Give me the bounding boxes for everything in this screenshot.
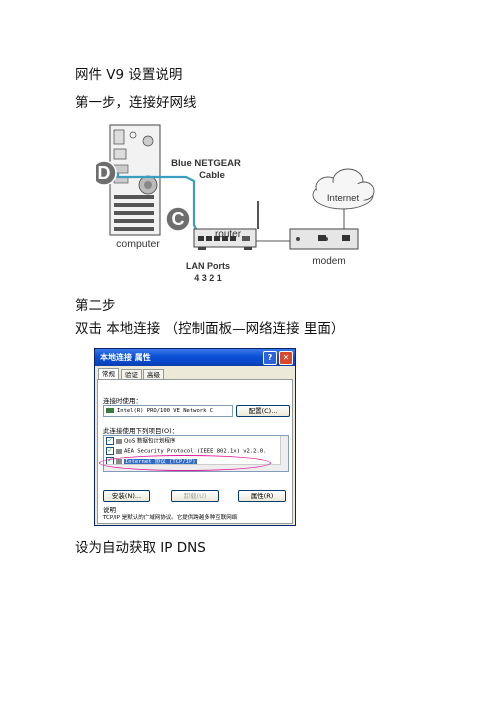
uninstall-button[interactable]: 卸载(U) (171, 490, 219, 502)
components-label: 此连接使用下列项目(O)： (103, 427, 179, 435)
label-d: D (98, 163, 111, 183)
checkbox-checked-icon[interactable]: ✓ (106, 447, 114, 455)
blue-cable (116, 173, 199, 234)
router-label: router (215, 229, 242, 240)
mouse-cursor-icon (262, 524, 274, 525)
protocol-icon (116, 448, 122, 454)
tab-advanced[interactable]: 高级 (143, 369, 164, 380)
step2-heading: 第二步 (75, 298, 116, 314)
horizontal-scrollbar[interactable] (104, 464, 281, 471)
adapter-name: Intel(R) PRO/100 VE Network C (117, 408, 214, 414)
properties-button[interactable]: 属性(R) (238, 490, 286, 502)
network-adapter-icon (106, 408, 114, 413)
tab-general[interactable]: 常规 (98, 368, 119, 380)
computer-label: computer (116, 238, 160, 250)
dialog-titlebar[interactable]: 本地连接 属性 ? ✕ (95, 349, 295, 366)
vertical-scrollbar[interactable] (280, 436, 288, 471)
label-d-badge: D (96, 160, 117, 186)
internet-label: Internet (327, 193, 360, 204)
protocol-icon (116, 458, 122, 464)
general-tab-panel: 连接时使用： Intel(R) PRO/100 VE Network C 配置(… (97, 379, 293, 525)
help-button[interactable]: ? (263, 351, 277, 365)
doc-title: 网件 V9 设置说明 (75, 67, 183, 83)
modem (289, 228, 359, 250)
label-c-badge: C (165, 206, 191, 232)
computer-tower (109, 124, 161, 236)
adapter-field: Intel(R) PRO/100 VE Network C (103, 405, 233, 417)
step2-instruction: 双击 本地连接 （控制面板—网络连接 里面） (75, 321, 345, 337)
label-c: C (172, 209, 185, 229)
internet-cloud (312, 168, 375, 210)
components-list[interactable]: ✓ QoS 数据包计划程序 ✓ AEA Security Protocol (IEE… (103, 435, 289, 472)
list-item-aea[interactable]: ✓ AEA Security Protocol (IEEE 802.1x) v2.… (106, 447, 266, 456)
tab-authentication[interactable]: 验证 (121, 369, 142, 380)
description-label: 说明 (103, 506, 116, 514)
port-numbers-label: 4 3 2 1 (194, 273, 222, 283)
service-icon (116, 438, 122, 444)
configure-button[interactable]: 配置(C)... (236, 405, 290, 417)
list-item-qos[interactable]: ✓ QoS 数据包计划程序 (106, 437, 175, 446)
router (193, 201, 259, 250)
component-label: AEA Security Protocol (IEEE 802.1x) v2.2… (124, 448, 267, 455)
step3-instruction: 设为自动获取 IP DNS (75, 540, 206, 556)
checkbox-checked-icon[interactable]: ✓ (106, 437, 114, 445)
step1-heading: 第一步，连接好网线 (75, 95, 197, 111)
component-label: Internet 协议 (TCP/IP) (124, 458, 197, 465)
local-connection-properties-dialog: 本地连接 属性 ? ✕ 常规 验证 高级 连接时使用： Intel(R) PRO… (94, 348, 296, 526)
lan-ports-label: LAN Ports (186, 261, 230, 271)
connect-using-label: 连接时使用： (103, 397, 142, 405)
description-text: TCP/IP 是默认的广域网协议。它提供跨越多种互联网络 (103, 515, 238, 521)
dialog-title: 本地连接 属性 (100, 353, 151, 362)
install-button[interactable]: 安装(N)... (103, 490, 150, 502)
modem-label: modem (312, 256, 345, 267)
network-diagram: D C Blue NETGEAR Cable computer router L… (96, 124, 375, 283)
cable-label-line1: Blue NETGEAR (171, 158, 241, 169)
component-label: QoS 数据包计划程序 (124, 438, 176, 445)
cable-label-line2: Cable (199, 170, 225, 181)
close-button[interactable]: ✕ (279, 351, 293, 365)
